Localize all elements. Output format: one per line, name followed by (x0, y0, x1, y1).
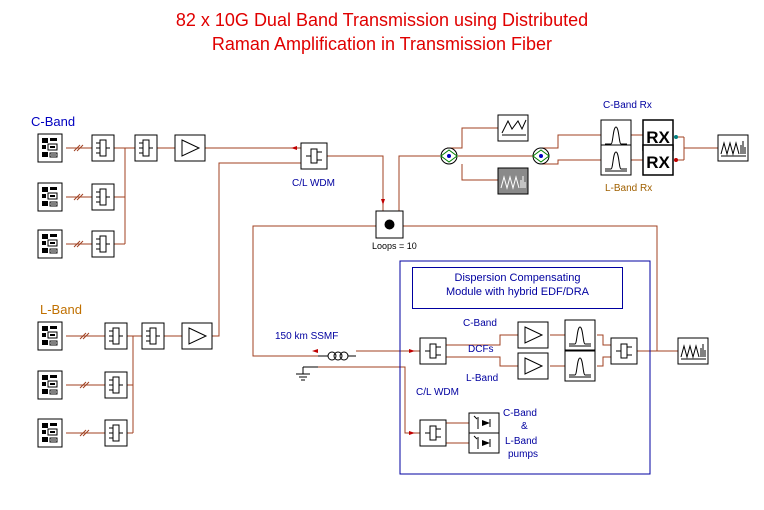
multiplexer-icon (104, 322, 128, 350)
transmitter-icon (37, 229, 63, 259)
filter-icon (564, 350, 596, 382)
rx-label: RX (646, 153, 670, 172)
l-band-rx-label: L-Band Rx (605, 183, 653, 194)
dcm-c-band-label: C-Band (463, 318, 497, 329)
amplifier-icon (517, 352, 549, 380)
loop-control-icon (375, 210, 404, 239)
splitter-icon (440, 147, 458, 165)
spectrum-analyzer-icon (497, 167, 529, 195)
multiplexer-icon (104, 419, 128, 447)
wdm-icon (300, 142, 328, 170)
multiplexer-icon (91, 134, 115, 162)
amplifier-icon (174, 134, 206, 162)
multiplexer-icon (104, 371, 128, 399)
amplifier-icon (181, 322, 213, 350)
eye-diagram-analyzer-icon (677, 337, 709, 365)
transmitter-icon (37, 182, 63, 212)
pumps-l-band-label: L-Band (505, 436, 538, 447)
multiplexer-icon (134, 134, 158, 162)
cl-wdm-bottom-label: C/L WDM (416, 387, 459, 398)
transmitter-icon (37, 133, 63, 163)
connection-arrows (291, 146, 415, 435)
transmitter-icon (37, 418, 63, 448)
l-band-label: L-Band (40, 302, 82, 317)
multiplexer-icon (91, 230, 115, 258)
ground-icon (296, 366, 318, 381)
wdm-icon (419, 337, 447, 365)
fiber-icon (318, 351, 356, 361)
receiver-icon: RX (642, 144, 674, 176)
wdm-icon (610, 337, 638, 365)
pumps-amp-label: & (521, 421, 528, 432)
filter-icon (564, 319, 596, 351)
title-line-2: Raman Amplification in Transmission Fibe… (211, 34, 553, 54)
title-line-1: 82 x 10G Dual Band Transmission using Di… (175, 10, 589, 30)
loops-label: Loops = 10 (372, 241, 417, 251)
dcm-caption-box: Dispersion Compensating Module with hybr… (412, 267, 623, 309)
transmitter-icon (37, 321, 63, 351)
pumps-label: pumps (508, 449, 539, 460)
oscilloscope-icon (497, 114, 529, 142)
ssmf-label: 150 km SSMF (275, 331, 339, 342)
dcm-l-band-label: L-Band (466, 373, 499, 384)
splitter-icon (532, 147, 550, 165)
receiver-icon: RX (642, 119, 674, 151)
wdm-icon (419, 419, 447, 447)
dcm-frame (399, 260, 651, 475)
cl-wdm-top-label: C/L WDM (292, 178, 335, 189)
amplifier-icon (517, 321, 549, 349)
c-band-rx-label: C-Band Rx (603, 100, 652, 111)
multiplexer-icon (141, 322, 165, 350)
transmitter-icon (37, 370, 63, 400)
rx-label: RX (646, 128, 670, 147)
pump-laser-icon (468, 412, 500, 434)
eye-diagram-analyzer-icon (717, 134, 749, 162)
filter-icon (600, 144, 632, 176)
wires (66, 127, 718, 444)
multiplexer-icon (91, 183, 115, 211)
dcm-caption-line-2: Module with hybrid EDF/DRA (445, 286, 590, 298)
dcm-caption-line-1: Dispersion Compensating (454, 272, 581, 284)
dcfs-label: DCFs (468, 344, 494, 355)
c-band-label: C-Band (31, 114, 76, 129)
pump-laser-icon (468, 432, 500, 454)
pumps-c-band-label: C-Band (503, 408, 537, 419)
